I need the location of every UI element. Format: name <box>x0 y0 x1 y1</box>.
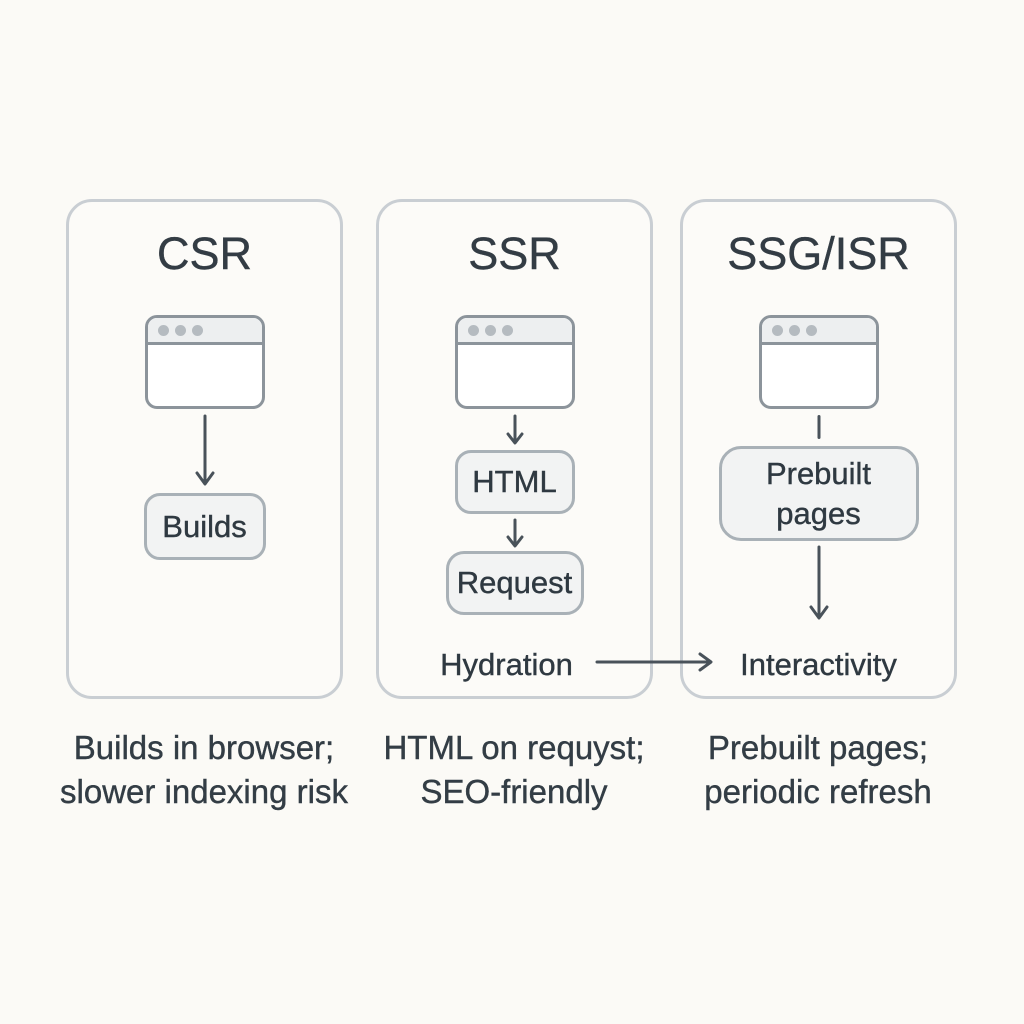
caption-ssg-isr: Prebuilt pages; periodic refresh <box>653 726 983 814</box>
window-dot-icon <box>501 324 513 336</box>
caption-ssr-line2: SEO-friendly <box>420 773 608 810</box>
interactivity-label: Interactivity <box>740 647 897 682</box>
window-dot-icon <box>788 324 800 336</box>
browser-header-bar <box>761 318 876 345</box>
browser-window-icon <box>144 315 265 409</box>
browser-window-icon <box>758 315 879 409</box>
panel-ssg-isr: SSG/ISR Prebuilt pages Interactivity <box>680 199 957 699</box>
caption-csr-line1: Builds in browser; <box>73 729 335 766</box>
node-builds: Builds <box>143 493 266 560</box>
arrow-down-icon <box>195 414 214 486</box>
caption-csr: Builds in browser; slower indexing risk <box>39 726 369 814</box>
window-dot-icon <box>467 324 479 336</box>
window-dot-icon <box>805 324 817 336</box>
panel-ssr: SSR HTML Request Hydration <box>376 199 653 699</box>
window-dot-icon <box>191 324 203 336</box>
panel-ssr-title: SSR <box>468 228 561 279</box>
browser-header-bar <box>457 318 572 345</box>
arrow-right-icon <box>595 652 713 672</box>
window-dot-icon <box>174 324 186 336</box>
node-prebuilt-pages: Prebuilt pages <box>718 446 919 541</box>
browser-header-bar <box>147 318 262 345</box>
panel-csr-title: CSR <box>156 228 252 279</box>
panel-ssg-isr-title: SSG/ISR <box>727 228 910 279</box>
window-dot-icon <box>484 324 496 336</box>
caption-ssr: HTML on requyst; SEO-friendly <box>349 726 679 814</box>
window-dot-icon <box>771 324 783 336</box>
browser-window-icon <box>454 315 575 409</box>
arrow-down-icon <box>506 414 523 445</box>
arrow-down-icon <box>809 545 828 620</box>
node-html: HTML <box>454 450 575 514</box>
caption-ssg-isr-line2: periodic refresh <box>704 773 932 810</box>
panel-csr: CSR Builds <box>66 199 343 699</box>
caption-csr-line2: slower indexing risk <box>60 773 348 810</box>
connector-line <box>817 415 820 439</box>
node-request: Request <box>445 551 584 615</box>
caption-ssg-isr-line1: Prebuilt pages; <box>707 729 929 766</box>
caption-ssr-line1: HTML on requyst; <box>383 729 645 766</box>
window-dot-icon <box>157 324 169 336</box>
arrow-down-icon <box>506 518 523 548</box>
hydration-label: Hydration <box>440 647 573 682</box>
